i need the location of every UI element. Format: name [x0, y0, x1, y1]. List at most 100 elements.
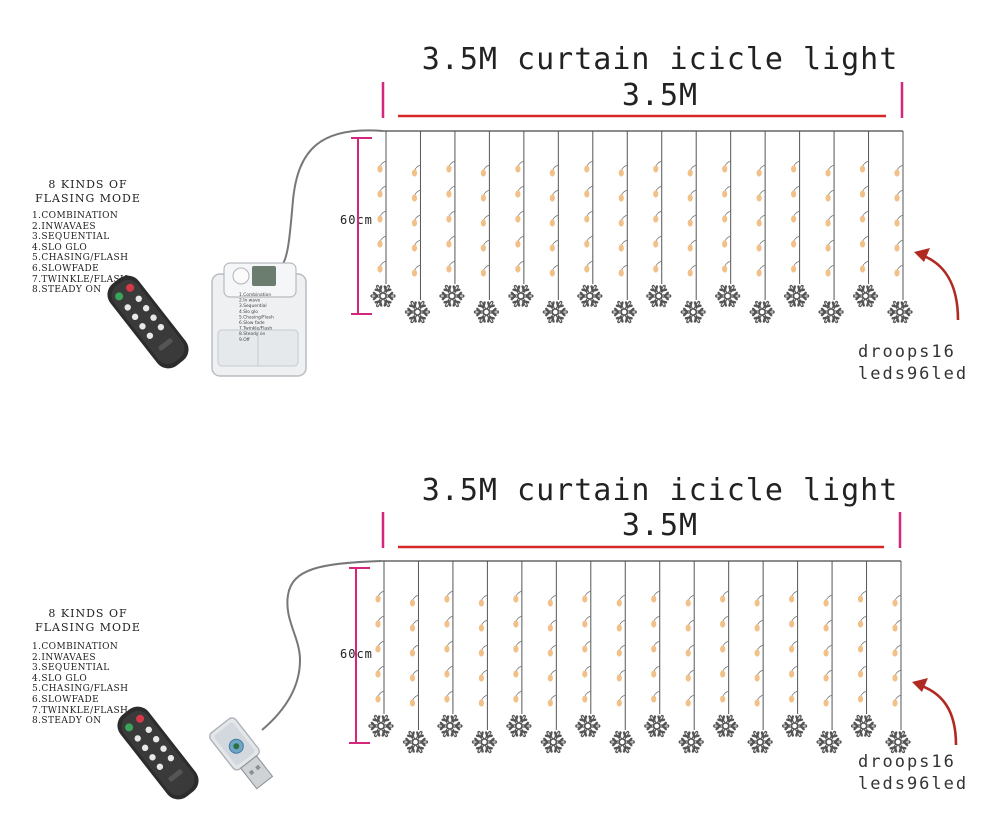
remote-control-icon [117, 706, 199, 800]
led-bulb [513, 595, 519, 603]
led-bulb [515, 240, 521, 248]
led-bulb [375, 645, 381, 653]
led-bulb [411, 169, 418, 177]
led-bulb [515, 215, 521, 223]
mode-item: 3.SEQUENTIAL [32, 663, 110, 674]
led-bulb [375, 620, 381, 628]
led-bulb [409, 624, 416, 632]
led-bulb [722, 165, 728, 173]
snowflake-icon [370, 284, 396, 308]
mode-item: 8.STEADY ON [32, 716, 102, 727]
snowflake-icon [542, 300, 568, 324]
led-bulb [513, 670, 519, 678]
led-bulb [894, 269, 900, 277]
led-bulb [687, 194, 693, 202]
battery-box-mode-line: 8.Steady on [239, 331, 266, 337]
led-bulb [446, 240, 452, 248]
led-bulb [377, 240, 383, 248]
snowflake-icon [437, 714, 463, 738]
snowflake-icon [749, 300, 775, 324]
led-bulb [722, 215, 728, 223]
led-bulb [756, 219, 762, 227]
led-bulb [616, 649, 622, 657]
led-bulb [722, 240, 728, 248]
led-bulb [859, 240, 866, 248]
led-bulb [651, 620, 657, 628]
led-bulb [825, 244, 831, 252]
width-label: 3.5M [621, 508, 699, 543]
led-bulb [857, 695, 864, 703]
led-bulb [547, 699, 553, 707]
led-bulb [892, 624, 898, 632]
snowflake-icon [506, 714, 532, 738]
led-bulb [722, 265, 728, 273]
modes-title-line2: FLASING MODE [35, 192, 141, 205]
led-bulb [754, 599, 760, 607]
droops-line1: droops16 [858, 752, 956, 772]
led-bulb [618, 269, 624, 277]
led-bulb [651, 595, 657, 603]
product-title: 3.5M curtain icicle light [421, 473, 899, 508]
led-bulb [409, 674, 416, 682]
led-bulb [857, 645, 864, 653]
led-bulb [616, 674, 622, 682]
led-bulb [823, 649, 829, 657]
mode-item: 8.STEADY ON [32, 285, 102, 296]
led-bulb [444, 645, 450, 653]
snowflake-icon [473, 300, 499, 324]
led-bulb [685, 624, 691, 632]
led-bulb [859, 165, 866, 173]
led-bulb [377, 215, 383, 223]
battery-box-mode-line: 4.Slo glo [239, 309, 258, 315]
led-bulb [409, 599, 416, 607]
led-bulb [480, 169, 486, 177]
led-bulb [651, 670, 657, 678]
led-bulb [444, 695, 450, 703]
snowflake-icon [609, 730, 635, 754]
led-bulb [480, 269, 486, 277]
battery-box-mode-line: 6.Slow fade [239, 320, 265, 326]
led-bulb [480, 194, 486, 202]
led-bulb [894, 219, 900, 227]
led-bulb [892, 599, 898, 607]
led-bulb [823, 624, 829, 632]
led-bulb [618, 219, 624, 227]
snowflake-icon [368, 714, 394, 738]
droops-line2: leds96led [858, 364, 969, 384]
led-bulb [894, 194, 900, 202]
modes-title: 8 KINDS OF FLASING MODE [18, 178, 158, 206]
snowflake-icon [885, 730, 911, 754]
led-bulb [754, 649, 760, 657]
led-bulb [720, 670, 726, 678]
led-bulb [685, 649, 691, 657]
led-bulb [789, 620, 795, 628]
led-bulb [754, 624, 760, 632]
led-bulb [582, 595, 588, 603]
led-bulb [515, 265, 521, 273]
lead-wire [261, 560, 382, 731]
led-bulb [446, 215, 452, 223]
led-bulb [584, 190, 590, 198]
led-bulb [584, 240, 590, 248]
led-bulb [653, 265, 659, 273]
curtain-diagram [117, 512, 958, 800]
mode-item: 2.INWAVAES [32, 221, 96, 232]
led-bulb [823, 599, 829, 607]
led-bulb [549, 194, 555, 202]
led-bulb [549, 269, 555, 277]
mode-item: 7.TWINKLE/FLASH [32, 274, 129, 285]
snowflake-icon [852, 284, 879, 308]
modes-title: 8 KINDS OF FLASING MODE [18, 607, 158, 635]
led-bulb [547, 599, 553, 607]
snowflake-icon [678, 730, 704, 754]
snowflake-icon [646, 284, 672, 308]
snowflake-icon [402, 730, 429, 754]
battery-box-mode-line: 5.Chasing/Flash [239, 314, 274, 320]
led-bulb [618, 244, 624, 252]
led-bulb [791, 265, 797, 273]
led-bulb [789, 595, 795, 603]
modes-list: 1.COMBINATION 2.INWAVAES 3.SEQUENTIAL 4.… [32, 211, 128, 296]
led-bulb [478, 649, 484, 657]
